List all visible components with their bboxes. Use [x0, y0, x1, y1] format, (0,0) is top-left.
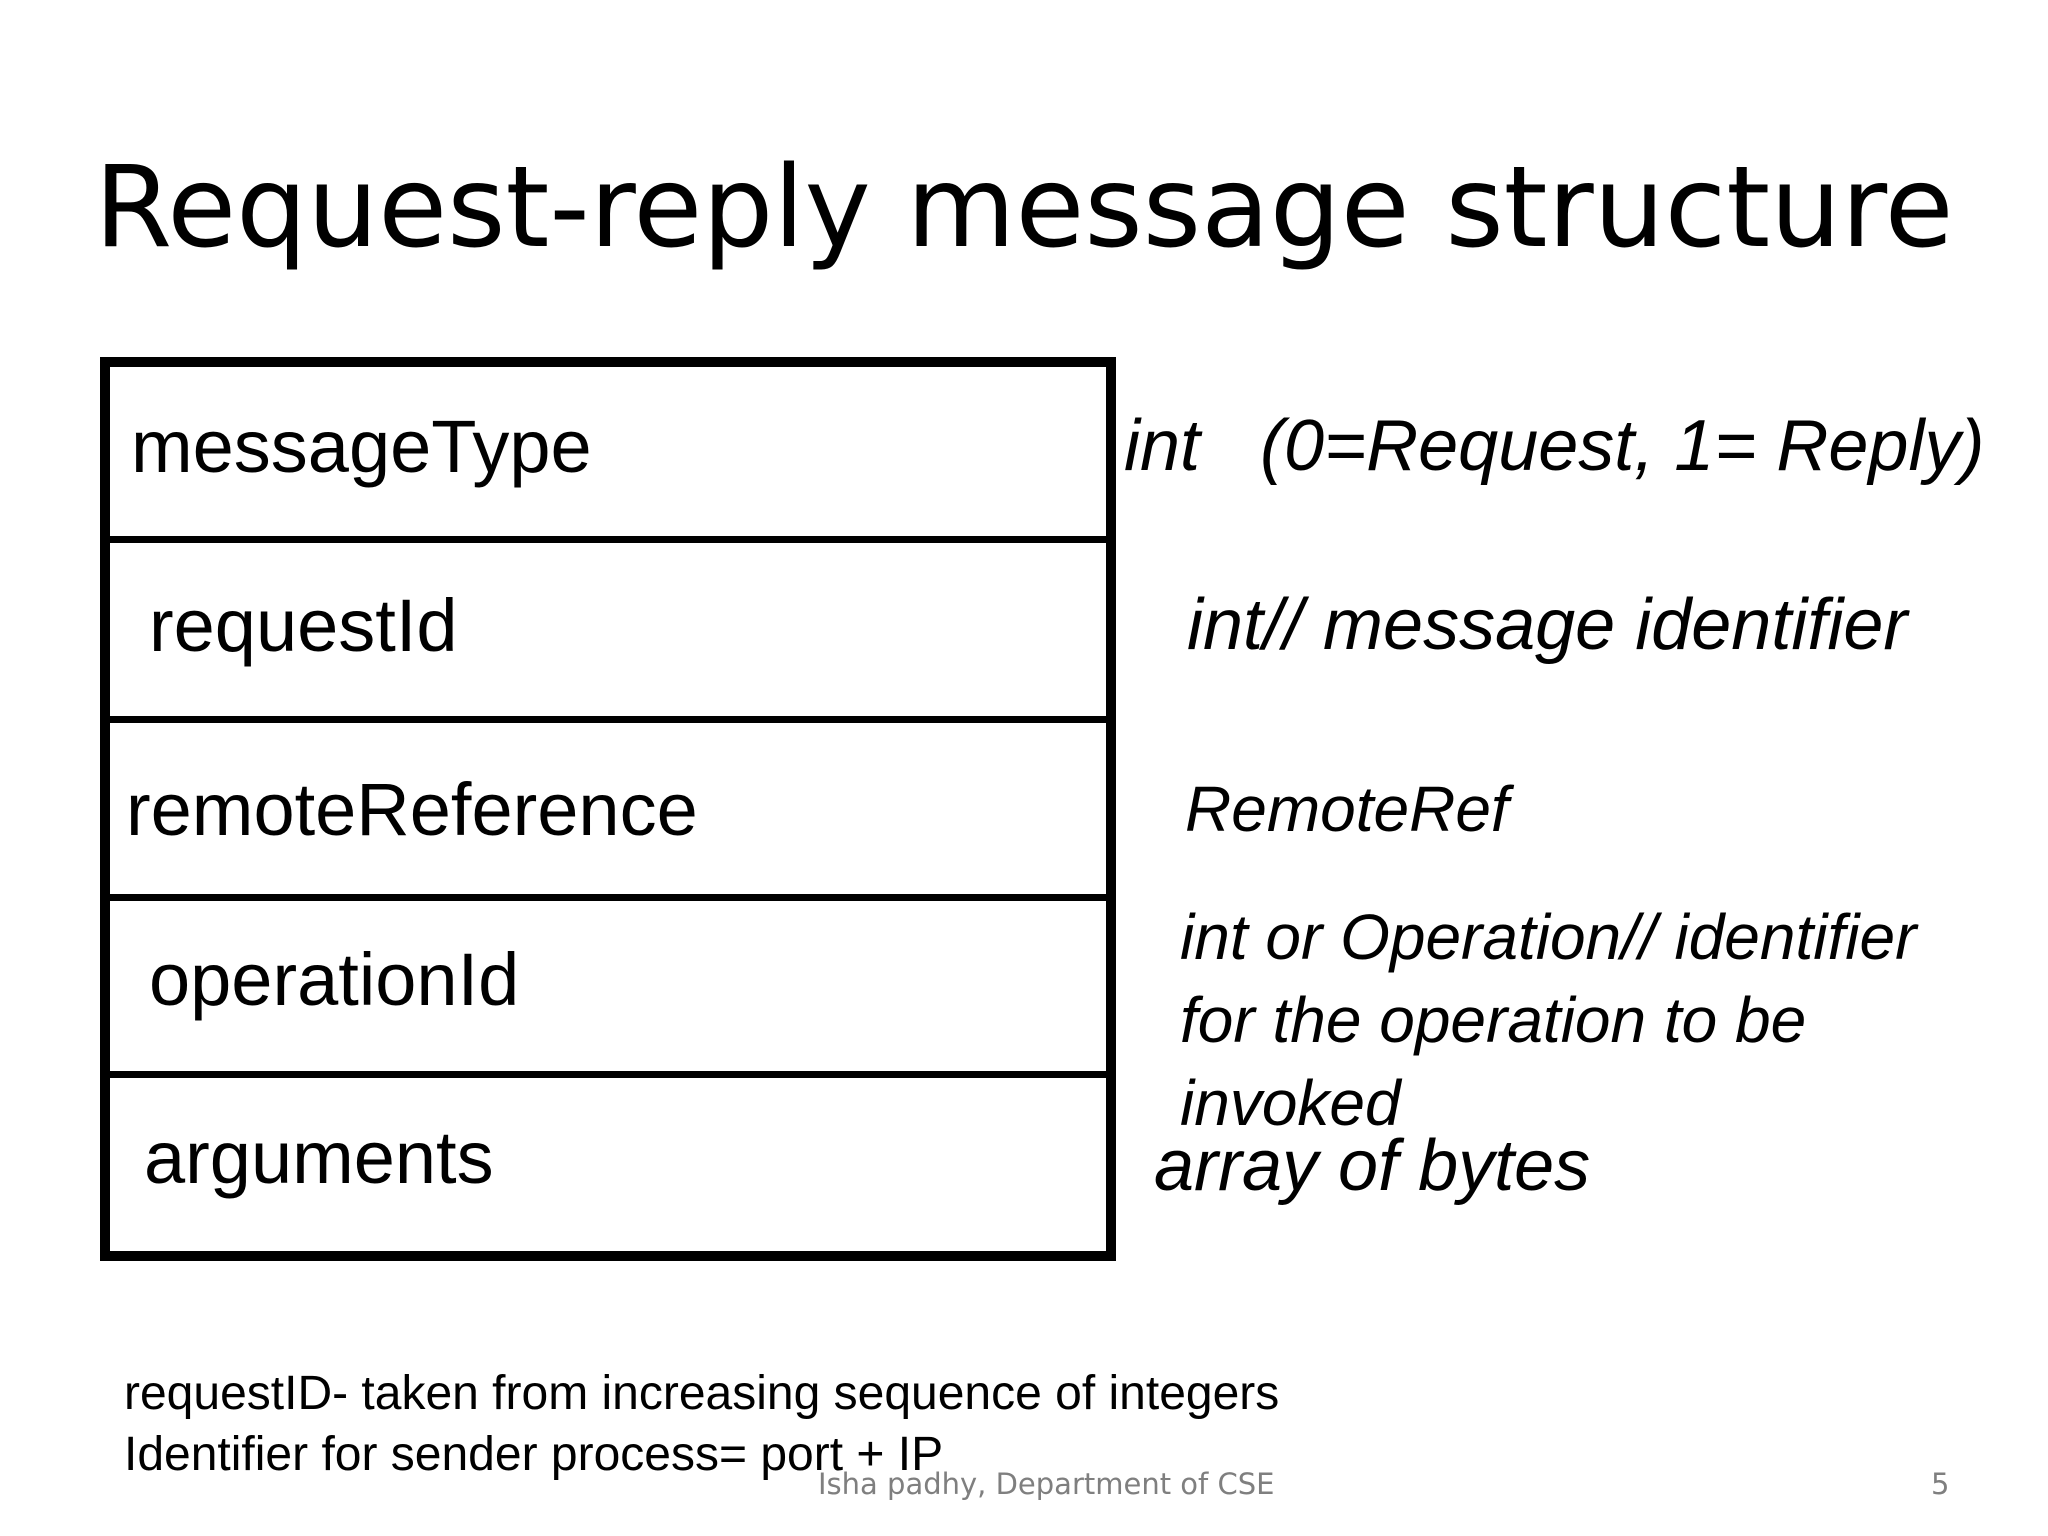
row-divider [100, 716, 1116, 723]
desc-request-id: int// message identifier [1187, 585, 1908, 665]
desc-arguments: array of bytes [1154, 1126, 1591, 1206]
field-request-id: requestId [149, 584, 458, 667]
desc-operation-id-line-2: for the operation to be [1180, 984, 1807, 1056]
page-number: 5 [1931, 1467, 1950, 1501]
field-message-type: messageType [131, 405, 592, 488]
footer-author: Isha padhy, Department of CSE [818, 1467, 1275, 1501]
slide-title: Request-reply message structure [94, 143, 1954, 273]
field-operation-id: operationId [149, 938, 520, 1021]
message-structure-table [100, 357, 1116, 1261]
note-request-id: requestID- taken from increasing sequenc… [124, 1367, 1280, 1420]
field-arguments: arguments [144, 1116, 494, 1199]
row-divider [100, 536, 1116, 543]
desc-remote-reference: RemoteRef [1185, 773, 1509, 845]
desc-operation-id-line-3: invoked [1180, 1067, 1401, 1139]
field-remote-reference: remoteReference [126, 768, 698, 851]
desc-operation-id-line-1: int or Operation// identifier [1180, 901, 1917, 973]
row-divider [100, 1071, 1116, 1078]
row-divider [100, 894, 1116, 901]
desc-message-type: int (0=Request, 1= Reply) [1124, 406, 1985, 486]
note-sender-identifier: Identifier for sender process= port + IP [124, 1428, 944, 1481]
